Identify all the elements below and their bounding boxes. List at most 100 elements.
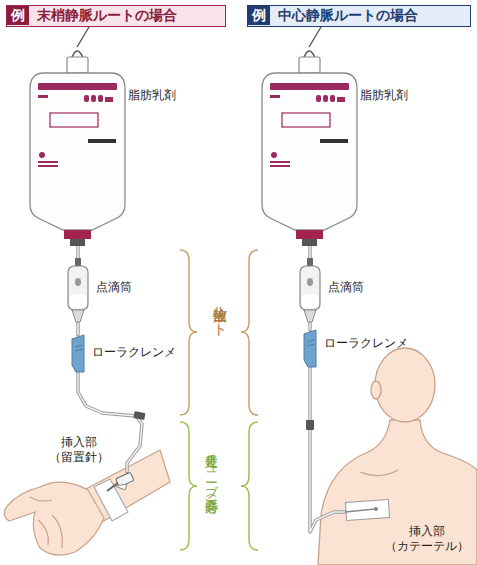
label-mark	[271, 152, 277, 158]
label-mark	[316, 95, 321, 102]
bottle-spike	[70, 239, 85, 246]
cannula-shape	[105, 472, 135, 492]
label-mark	[270, 165, 290, 167]
tube-line	[78, 322, 79, 335]
tube-inner	[77, 322, 78, 335]
bracket-label: 延長チューブ（必要時）	[204, 445, 220, 529]
bottle-body	[262, 73, 357, 230]
bottle-mouth	[67, 57, 88, 73]
chamber-outlet	[72, 310, 84, 322]
tube-inner	[310, 367, 345, 532]
tube-outline	[76, 246, 79, 258]
label-box	[50, 113, 98, 127]
drip-chamber: 点滴筒	[298, 258, 322, 322]
label-band	[38, 83, 117, 90]
bottle-cap	[64, 230, 91, 239]
drip-chamber: 点滴筒	[66, 258, 90, 322]
label-mark	[39, 152, 45, 158]
drop	[307, 278, 313, 286]
label-mark	[337, 97, 345, 102]
tube-outline	[308, 246, 311, 258]
finger-line	[52, 515, 62, 548]
torso	[318, 420, 477, 565]
bracket	[180, 250, 197, 415]
drop	[75, 278, 81, 286]
label-bar	[320, 139, 348, 143]
chamber-body	[300, 266, 320, 310]
part-label: 点滴筒	[96, 280, 146, 295]
hand	[4, 482, 104, 555]
bottle-mouth	[299, 57, 320, 73]
part-label: 挿入部 （留置針）	[47, 435, 111, 465]
label-mark	[270, 95, 280, 98]
catheter-tip	[374, 507, 378, 511]
header-box: 例末梢静脈ルートの場合	[6, 5, 226, 27]
header-box: 例中心静脈ルートの場合	[247, 5, 471, 27]
roller-clamp: ローラクレンメ	[302, 330, 318, 367]
bottle-spike	[302, 239, 317, 246]
part-label: ローラクレンメ	[324, 336, 414, 351]
infusion-bottle: 脂肪乳剤	[262, 55, 357, 246]
tube-line	[310, 246, 311, 258]
part-label: 挿入部 （カテーテル）	[381, 524, 473, 554]
drip-chamber-shape	[298, 258, 322, 322]
label-mark	[330, 95, 335, 102]
label-mark	[98, 95, 103, 102]
example-mark: 例	[248, 6, 270, 25]
label-mark	[38, 95, 48, 98]
bottle-shape	[262, 55, 357, 246]
tape	[94, 479, 128, 521]
tube-connector	[306, 420, 314, 430]
chamber-outlet	[304, 310, 316, 322]
label-mark	[38, 161, 58, 163]
clavicle-line	[360, 470, 398, 476]
label-band	[270, 83, 349, 90]
insertion-site: 挿入部 （留置針）	[105, 472, 135, 492]
thumb-line	[30, 497, 52, 501]
label-mark	[105, 97, 113, 102]
bottle-body	[30, 73, 125, 230]
clamp-body	[304, 330, 316, 367]
tube-inner	[77, 246, 78, 258]
tube-inner	[309, 322, 310, 330]
bracket	[180, 422, 197, 550]
label-mark	[38, 165, 58, 167]
bracket	[241, 250, 258, 415]
bottle-shape	[30, 55, 125, 246]
label-bar	[88, 139, 116, 143]
part-label: 脂肪乳剤	[360, 88, 424, 103]
hand-illustration	[4, 450, 170, 555]
chamber-body	[68, 266, 88, 310]
label-mark	[91, 95, 96, 102]
part-label: 点滴筒	[328, 280, 378, 295]
finger-line	[38, 520, 48, 545]
example-mark: 例	[7, 6, 29, 25]
label-mark	[270, 161, 290, 163]
clamp-wheel	[75, 345, 82, 351]
bottle-cap	[296, 230, 323, 239]
tube-outline	[76, 322, 79, 335]
roller-clamp-shape	[302, 330, 318, 367]
part-label: ローラクレンメ	[92, 345, 182, 360]
clamp-body	[72, 335, 84, 372]
bracket-label: 輸液ルート	[212, 297, 229, 387]
infusion-bottle: 脂肪乳剤	[30, 55, 125, 246]
tube-inner	[309, 246, 310, 258]
ear	[371, 381, 381, 399]
clamp-wheel	[307, 340, 314, 346]
dressing	[345, 499, 389, 520]
chamber-top	[307, 258, 313, 266]
part-label: 脂肪乳剤	[128, 88, 192, 103]
roller-clamp-shape	[70, 335, 86, 372]
bracket	[241, 422, 258, 550]
head	[375, 348, 435, 422]
tube-connector	[133, 411, 145, 420]
label-mark	[323, 95, 328, 102]
cannula-wing	[115, 484, 127, 490]
label-box	[282, 113, 330, 127]
roller-clamp: ローラクレンメ	[70, 335, 86, 372]
tube-line	[310, 322, 311, 330]
